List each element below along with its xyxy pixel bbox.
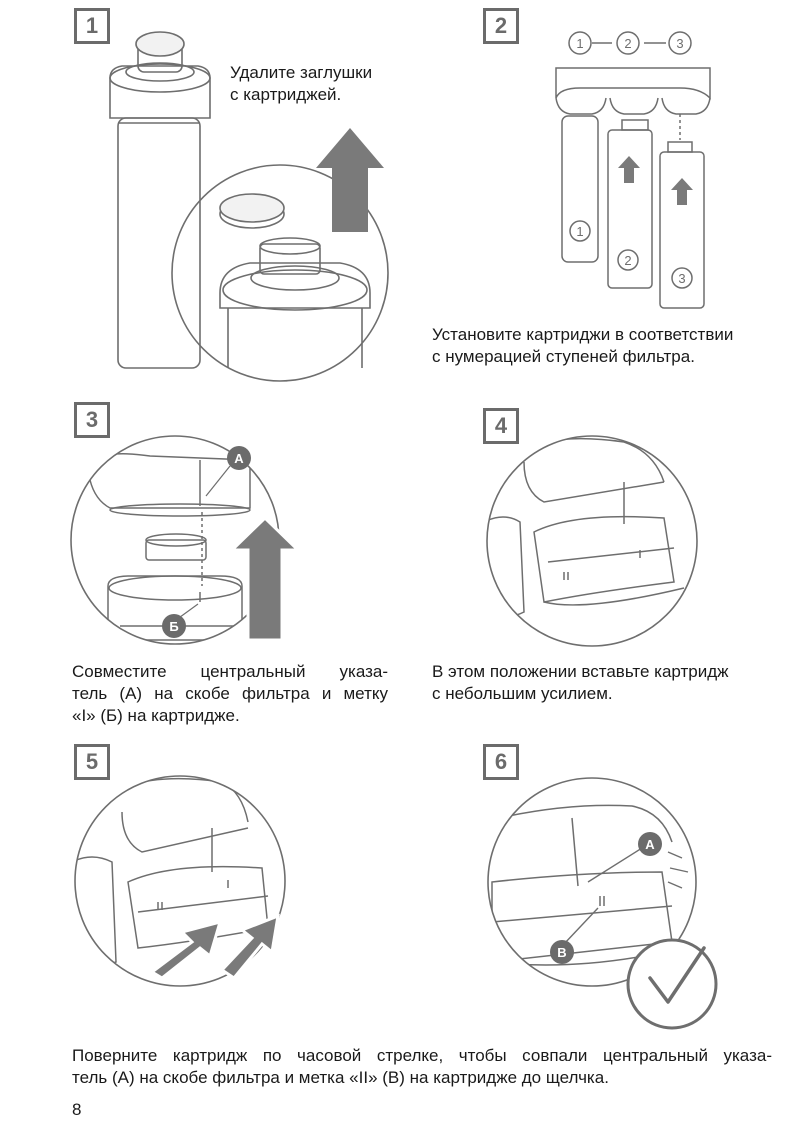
checkmark-icon	[648, 946, 706, 1004]
marker-a: А	[234, 451, 244, 466]
step-number: 1	[85, 13, 99, 38]
step-6-badge: 6	[483, 744, 519, 780]
stage-number: 1	[576, 224, 583, 239]
step-5-illustration	[74, 775, 286, 987]
stage-number: 2	[624, 253, 631, 268]
stage-number: 2	[624, 36, 631, 51]
step-4-badge: 4	[483, 408, 519, 444]
step-number: 4	[494, 413, 508, 438]
step-4-illustration	[486, 435, 698, 647]
step-number: 2	[494, 13, 508, 38]
step-3-caption: Совместите центральный указа- тель (А) н…	[72, 662, 388, 725]
step-1-illustration	[109, 31, 389, 382]
step-2-illustration: 1 2 3 1 2 3	[555, 31, 711, 309]
marker-b: Б	[169, 619, 178, 634]
step-1-badge: 1	[74, 8, 110, 44]
step-number: 5	[85, 749, 99, 774]
marker-v: В	[557, 945, 566, 960]
step-4-caption: В этом положении вставьте картридж с неб…	[432, 662, 729, 703]
step-1-caption: Удалите заглушки с картриджей.	[230, 63, 373, 104]
stage-number: 3	[678, 271, 685, 286]
stage-number: 3	[676, 36, 683, 51]
step-2-caption: Установите картриджи в соответствии с ну…	[432, 325, 734, 366]
step-number: 6	[494, 749, 508, 774]
stage-number: 1	[576, 36, 583, 51]
page-number: 8	[72, 1100, 82, 1119]
step-3-illustration: А Б	[70, 435, 302, 645]
bottom-caption: Поверните картридж по часовой стрелке, ч…	[72, 1046, 772, 1087]
step-number: 3	[85, 407, 99, 432]
step-5-badge: 5	[74, 744, 110, 780]
step-3-badge: 3	[74, 402, 110, 438]
step-2-badge: 2	[483, 8, 519, 44]
marker-a: А	[645, 837, 655, 852]
step-6-illustration: А В	[487, 777, 718, 1030]
